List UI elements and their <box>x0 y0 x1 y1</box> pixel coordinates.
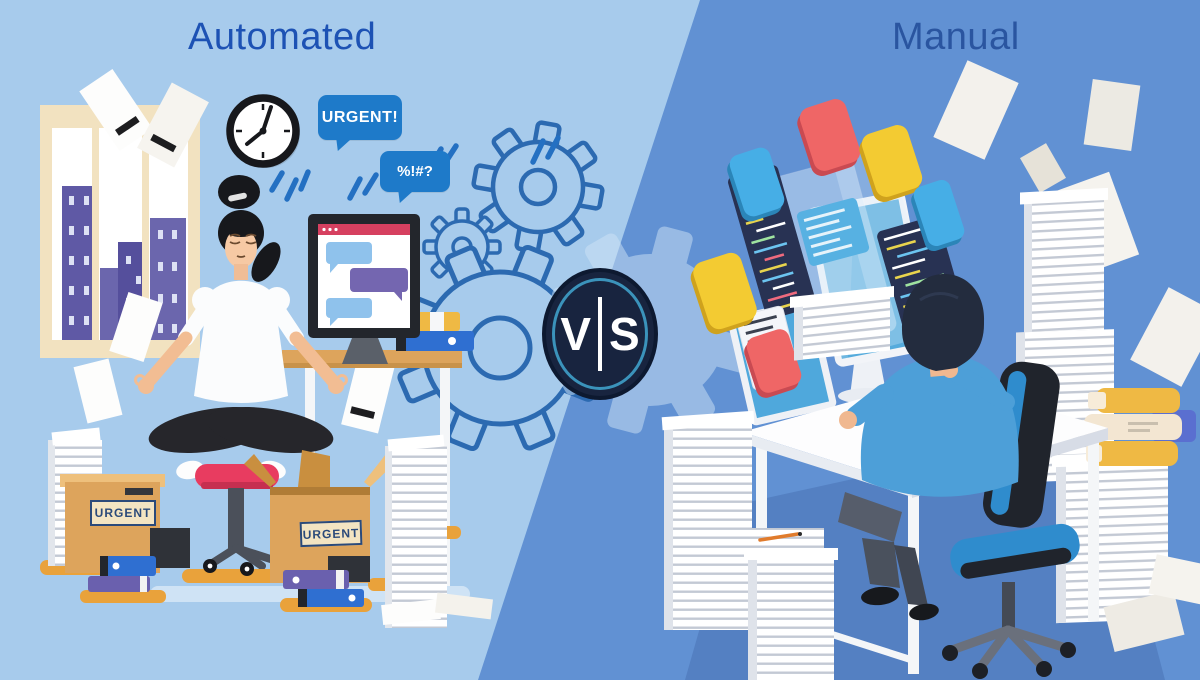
paper-tower-front-2 <box>744 548 838 680</box>
automated-section-title: Automated <box>188 16 377 58</box>
closed-eyes <box>229 233 257 258</box>
urgent-box-label-2: URGENT <box>299 519 363 548</box>
meditating-woman <box>134 175 348 480</box>
sticky-notes <box>690 99 965 398</box>
books-mid <box>280 556 372 612</box>
cursing-speech-bubble: %!#? <box>380 151 450 192</box>
versus-letter-s: S <box>609 308 640 360</box>
versus-letter-v: V <box>560 308 591 360</box>
man-hair <box>902 274 985 371</box>
stress-marks <box>269 135 561 202</box>
sticky-note-yellow-2-icon <box>690 252 757 335</box>
versus-divider <box>598 297 602 371</box>
desk-paper-stack <box>790 286 894 361</box>
manual-section-title: Manual <box>892 16 1020 58</box>
man-at-desk <box>839 274 1019 497</box>
wall-clock-icon <box>226 94 300 168</box>
sticky-note-red-2-icon <box>744 329 802 398</box>
chat-monitor <box>308 214 420 364</box>
gear-outline-top-icon <box>471 120 605 254</box>
glass-code-panel <box>796 198 870 266</box>
floor-papers-left <box>381 592 494 625</box>
sticky-note-blue-2-icon <box>911 179 965 252</box>
flying-papers-left <box>73 68 397 434</box>
urgent-box-label-1: URGENT <box>90 500 156 526</box>
sticky-note-blue-icon <box>727 147 785 222</box>
floor-papers-right <box>1103 554 1200 653</box>
urgent-speech-bubble: URGENT! <box>318 95 402 140</box>
books-left <box>80 528 190 603</box>
man-legs <box>838 492 939 621</box>
manual-scene <box>661 60 1200 680</box>
versus-badge: V S <box>542 268 658 400</box>
automated-scene <box>40 68 754 628</box>
paper-stack-mid <box>368 434 461 628</box>
paper-tower-front-1 <box>661 410 755 630</box>
sticky-note-yellow-icon <box>859 125 923 202</box>
sticky-note-red-icon <box>797 99 861 176</box>
chat-bubbles <box>326 242 408 326</box>
